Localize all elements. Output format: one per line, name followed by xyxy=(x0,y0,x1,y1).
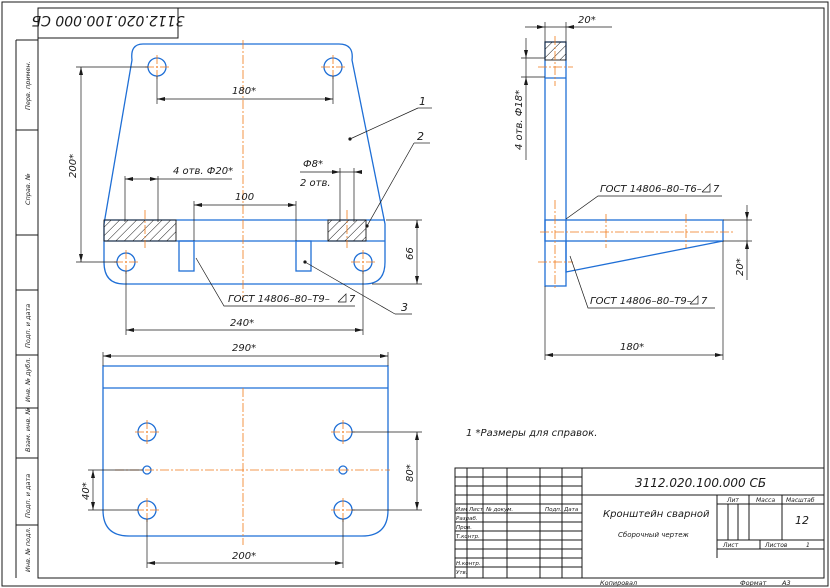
side-section-hatch xyxy=(544,41,567,61)
tb-role-norm-control: Н.контр. xyxy=(456,561,481,567)
tb-copied-label: Копировал xyxy=(600,579,637,587)
technical-note: 1 *Размеры для справок. xyxy=(466,428,597,439)
side-dim-180: 180* xyxy=(620,342,644,353)
margin-column: Перв. примен. Справ. № Подп. и дата Инв.… xyxy=(15,39,38,578)
leader-item-2: 2 xyxy=(417,130,424,143)
front-weld-symbol: 7 xyxy=(349,294,356,305)
plan-dim-80: 80* xyxy=(405,464,416,482)
tb-col-izm: Изм xyxy=(456,507,467,513)
margin-label-dup-inv: Инв. № дубл. xyxy=(24,358,32,402)
tb-role-approved: Утв. xyxy=(456,570,468,576)
margin-label-repl-inv: Взам. инв. № xyxy=(24,408,32,452)
margin-label-first-use: Перв. примен. xyxy=(24,61,32,110)
tb-mass-label: Масса xyxy=(756,497,775,504)
tb-col-doc: № докум. xyxy=(485,507,513,513)
front-holes-note: 4 отв. Ф20* xyxy=(173,166,233,177)
leader-item-1: 1 xyxy=(419,95,426,108)
margin-label-sign-date-1: Подп. и дата xyxy=(24,304,32,348)
corner-stamp: 3112.020.100.000 СБ xyxy=(32,7,185,39)
front-pin-count: 2 отв. xyxy=(300,178,331,189)
section-hatch-left xyxy=(103,219,177,242)
tb-scale-label: Масштаб xyxy=(786,497,815,504)
front-dim-100: 100 xyxy=(235,192,254,203)
plan-dim-40: 40* xyxy=(81,482,92,500)
title-block: Изм Лист № докум. Подп. Дата Разраб. Про… xyxy=(454,467,825,587)
side-dim-20-right: 20* xyxy=(735,258,746,276)
tb-col-list: Лист xyxy=(468,507,484,513)
margin-label-sign-date-2: Подп. и дата xyxy=(24,474,32,518)
side-base-plate xyxy=(544,219,724,242)
side-weld-symbol-bottom: 7 xyxy=(701,296,708,307)
inner-frame xyxy=(37,7,825,579)
corner-stamp-text: 3112.020.100.000 СБ xyxy=(32,12,185,28)
tb-format-label: Формат xyxy=(740,579,767,587)
tb-scale-value: 12 xyxy=(795,514,809,527)
side-view: 20* 4 отв. Ф18* ГОСТ 14806–80–Т6– 7 ГОСТ… xyxy=(514,15,752,360)
side-holes-note: 4 отв. Ф18* xyxy=(514,90,525,150)
bracket-plate-outline xyxy=(103,43,386,285)
front-view: 180* 200* 4 отв. Ф20* 100 Ф8* 2 отв. xyxy=(68,40,432,335)
front-dim-66: 66 xyxy=(405,247,416,260)
tb-sheets-label: Листов xyxy=(764,542,788,549)
plan-dim-200: 200* xyxy=(232,551,256,562)
side-weld-symbol-top: 7 xyxy=(713,184,720,195)
front-pin-dia: Ф8* xyxy=(303,159,323,170)
front-dim-200: 200* xyxy=(68,154,79,178)
tb-part-name: Кронштейн сварной xyxy=(603,509,710,520)
plan-plate-outline xyxy=(102,365,389,537)
tb-designation: 3112.020.100.000 СБ xyxy=(635,476,766,490)
tb-doc-type: Сборочный чертеж xyxy=(618,531,689,539)
front-weld-note: ГОСТ 14806–80–Т9– xyxy=(228,294,330,305)
tb-lit-label: Лит xyxy=(726,497,739,504)
tb-format-value: А3 xyxy=(781,579,791,587)
pin-right xyxy=(295,240,312,272)
tb-sheets-value: 1 xyxy=(806,542,810,549)
leader-item-3: 3 xyxy=(401,301,408,314)
plan-view: 290* 200* 80* 40* xyxy=(81,343,422,568)
side-weld-note-top: ГОСТ 14806–80–Т6– xyxy=(600,184,702,195)
pin-left xyxy=(178,240,195,272)
margin-label-orig-inv: Инв. № подл. xyxy=(24,527,32,572)
tb-role-tech-control: Т.контр. xyxy=(456,534,480,540)
tb-col-date: Дата xyxy=(563,507,579,513)
tb-role-developer: Разраб. xyxy=(456,516,478,522)
plan-dim-290: 290* xyxy=(232,343,256,354)
tb-sheet-label: Лист xyxy=(722,542,739,549)
side-gusset xyxy=(565,240,724,273)
margin-label-ref-no: Справ. № xyxy=(24,173,32,205)
front-dim-240: 240* xyxy=(230,318,254,329)
tb-col-sign: Подп. xyxy=(545,507,562,513)
side-dim-20-top: 20* xyxy=(578,15,596,26)
side-weld-note-bottom: ГОСТ 14806–80–Т9– xyxy=(590,296,692,307)
front-dim-180: 180* xyxy=(232,86,256,97)
tb-role-checker: Пров. xyxy=(456,525,472,531)
